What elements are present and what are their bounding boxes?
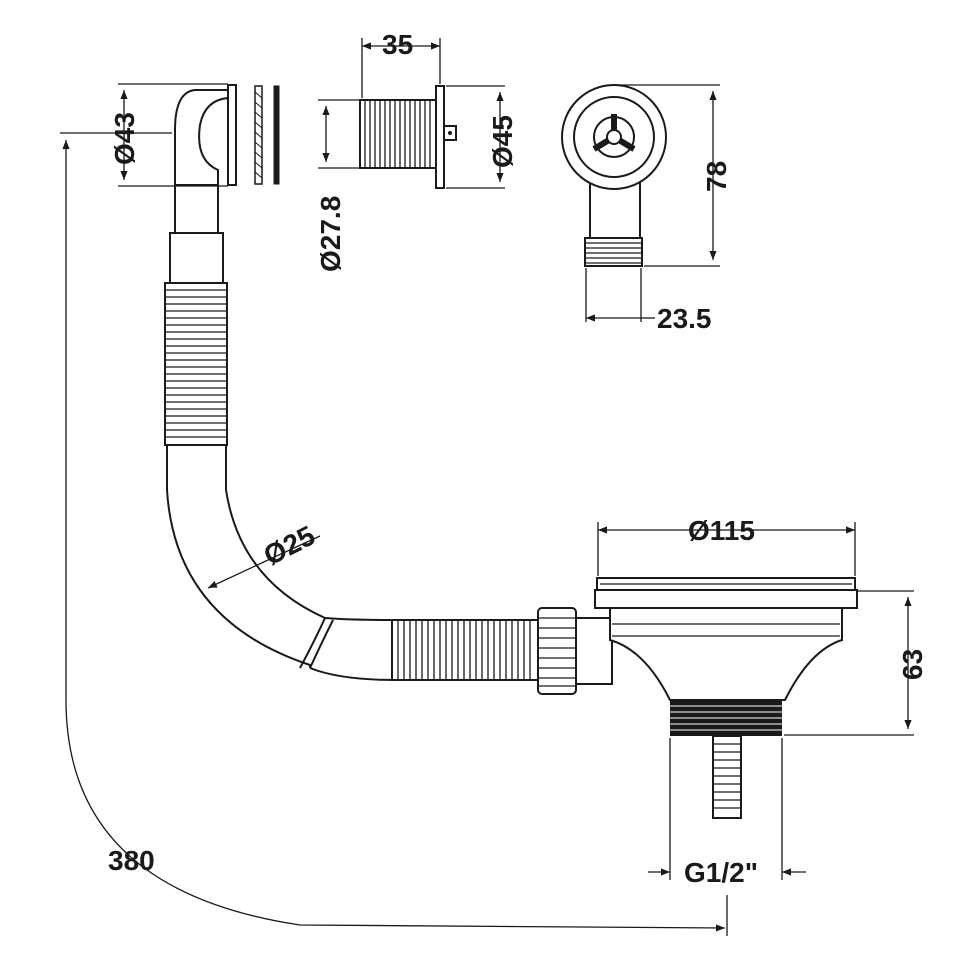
dim-overflow-diameter-label: Ø45 (487, 115, 518, 168)
washer-1 (254, 85, 263, 185)
dim-outlet-diameter-label: Ø43 (109, 112, 140, 165)
dim-side-height-label: 78 (701, 161, 732, 192)
dim-overall-length: 380 (60, 132, 728, 936)
overflow-body (359, 85, 457, 189)
dim-hose-diameter: Ø25 (207, 520, 321, 589)
dim-hose-diameter-label: Ø25 (259, 520, 320, 572)
dim-strainer-diameter: Ø115 (597, 515, 856, 576)
dim-strainer-height-label: 63 (897, 649, 928, 680)
dim-overall-length-label: 380 (108, 845, 155, 876)
dim-overflow-length-label: 35 (382, 29, 413, 60)
dim-strainer-diameter-label: Ø115 (688, 515, 755, 546)
dim-side-width: 23.5 (585, 268, 712, 334)
dim-overflow-length: 35 (361, 29, 441, 98)
dim-outlet-thread-label: G1/2" (684, 857, 758, 888)
strainer (594, 577, 858, 819)
dim-side-width-label: 23.5 (657, 303, 712, 334)
overflow-side-view (561, 84, 667, 267)
washer-2 (273, 85, 280, 185)
flexible-hose (164, 282, 613, 695)
dim-strainer-height: 63 (784, 590, 928, 736)
dim-overflow-thread-label: Ø27.8 (315, 196, 346, 272)
dim-overflow-thread-diameter: Ø27.8 (315, 99, 360, 272)
overflow-elbow (169, 84, 237, 284)
